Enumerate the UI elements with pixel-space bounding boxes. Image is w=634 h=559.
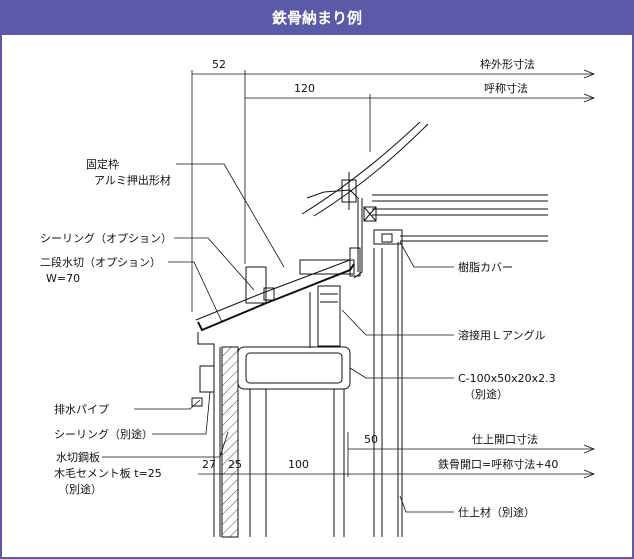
finish-opening-label: 仕上開口寸法: [472, 432, 538, 446]
dimension-steel-opening: 27 25 100 鉄骨開口=呼称寸法+40: [198, 457, 596, 480]
fixed-frame-profile: [195, 172, 403, 537]
right-labels: 樹脂カバー 溶接用Ｌアングル C-100x50x20x2.3 （別途） 仕上材（…: [458, 260, 556, 519]
title-bar: 鉄骨納まり例: [2, 2, 632, 35]
label-welded-angle: 溶接用Ｌアングル: [458, 328, 546, 342]
label-resin-cover: 樹脂カバー: [458, 260, 513, 274]
frame-outer-label: 枠外形寸法: [480, 57, 535, 71]
label-flashing-1: 水切鋼板: [56, 450, 100, 464]
leader-lines: [102, 163, 454, 513]
label-fixed-frame-2: アルミ押出形材: [94, 173, 171, 187]
label-fixed-frame-1: 固定枠: [86, 157, 119, 171]
label-two-step-1: 二段水切（オプション）: [40, 255, 161, 269]
section-drawing: 52 枠外形寸法 120 呼称寸法: [40, 57, 596, 538]
dim-100: 100: [288, 458, 309, 471]
label-finish-material: 仕上材（別途）: [458, 505, 535, 519]
nominal-label: 呼称寸法: [484, 81, 528, 95]
steel-opening-label: 鉄骨開口=呼称寸法+40: [438, 457, 558, 471]
diagram-title: 鉄骨納まり例: [271, 9, 362, 27]
dimension-finish-opening: 50 仕上開口寸法: [347, 432, 596, 477]
dim-52: 52: [212, 58, 226, 71]
label-channel-2: （別途）: [464, 387, 508, 401]
dim-120: 120: [294, 82, 315, 95]
dim-27: 27: [202, 458, 216, 471]
label-flashing-2: 木毛セメント板 t=25: [54, 466, 162, 480]
dim-25: 25: [228, 458, 242, 471]
label-drain-pipe: 排水パイプ: [54, 402, 109, 416]
steel-members: [237, 285, 351, 537]
label-flashing-3: （別途）: [58, 482, 102, 496]
label-channel-1: C-100x50x20x2.3: [458, 372, 556, 385]
upper-glazing: [301, 121, 548, 242]
wall-board: [191, 332, 239, 538]
label-two-step-2: W=70: [46, 272, 80, 285]
label-sealing-option: シーリング（オプション）: [40, 231, 172, 245]
dimension-nominal: 120 呼称寸法: [245, 81, 596, 152]
dim-50: 50: [364, 433, 378, 446]
label-sealing-separate: シーリング（別途）: [54, 427, 153, 441]
left-labels: 固定枠 アルミ押出形材 シーリング（オプション） 二段水切（オプション） W=7…: [40, 157, 172, 496]
dimension-frame-outer: 52 枠外形寸法: [191, 57, 596, 312]
